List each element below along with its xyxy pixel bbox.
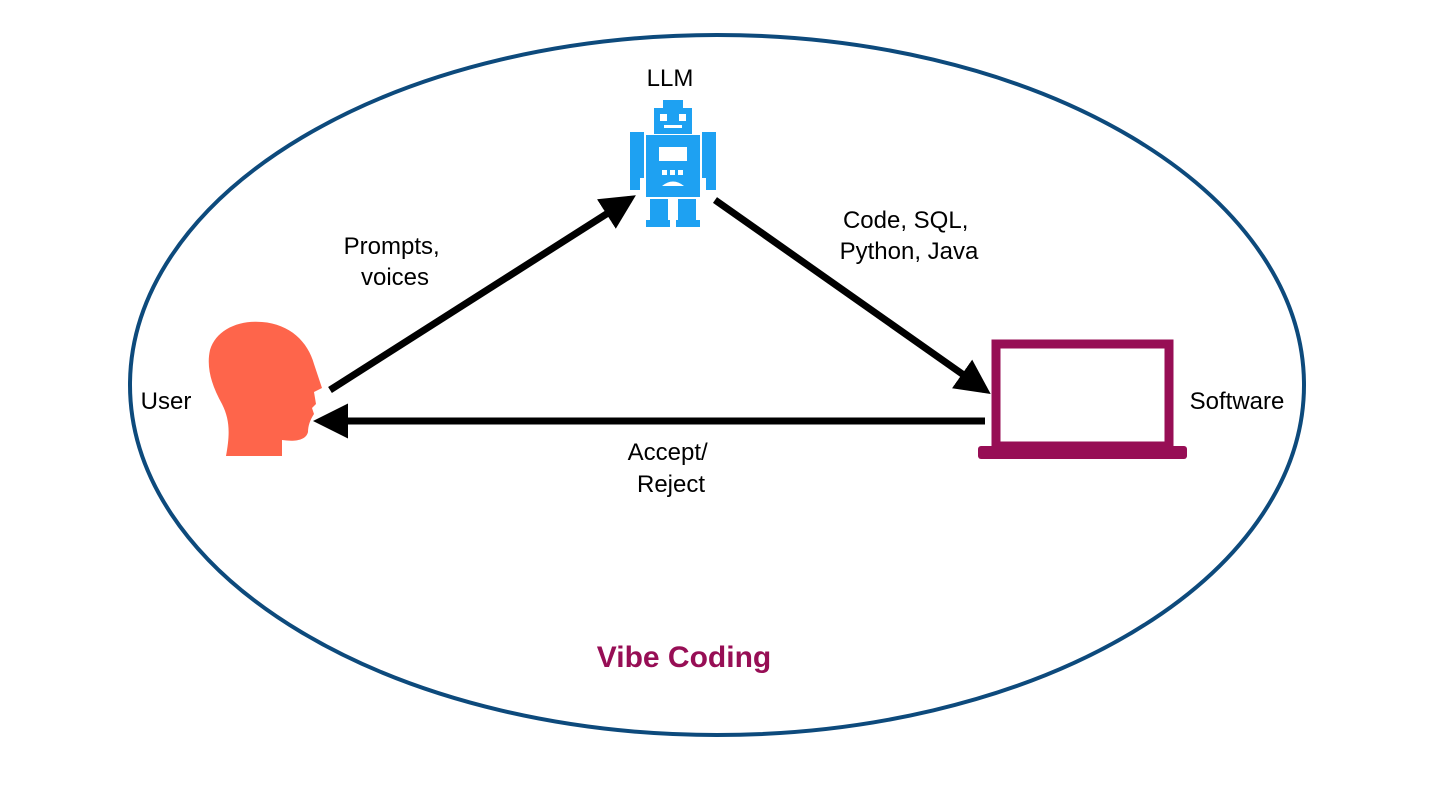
edge-label-line: Code, SQL, bbox=[843, 207, 968, 234]
edge-label-line: Accept/ bbox=[628, 439, 708, 466]
diagram-title: Vibe Coding bbox=[597, 641, 771, 674]
arrow-llm-to-software bbox=[712, 197, 991, 395]
laptop-icon bbox=[978, 339, 1187, 459]
edge-label-user-to-llm: Prompts, voices bbox=[344, 233, 447, 291]
edge-label-line: Prompts, bbox=[344, 233, 440, 260]
edge-label-line: voices bbox=[361, 264, 429, 291]
arrow-user-to-llm bbox=[328, 195, 636, 393]
edge-label-line: Python, Java bbox=[840, 238, 979, 265]
robot-icon bbox=[630, 100, 716, 227]
edge-label-line: Reject bbox=[637, 471, 705, 498]
llm-label: LLM bbox=[647, 65, 694, 92]
edge-label-software-to-user: Accept/ Reject bbox=[628, 439, 715, 498]
user-label: User bbox=[141, 388, 192, 415]
edge-label-llm-to-software: Code, SQL, Python, Java bbox=[840, 207, 979, 265]
boundary-ellipse bbox=[128, 33, 1306, 737]
person-head-icon bbox=[208, 321, 322, 456]
software-label: Software bbox=[1190, 388, 1285, 415]
